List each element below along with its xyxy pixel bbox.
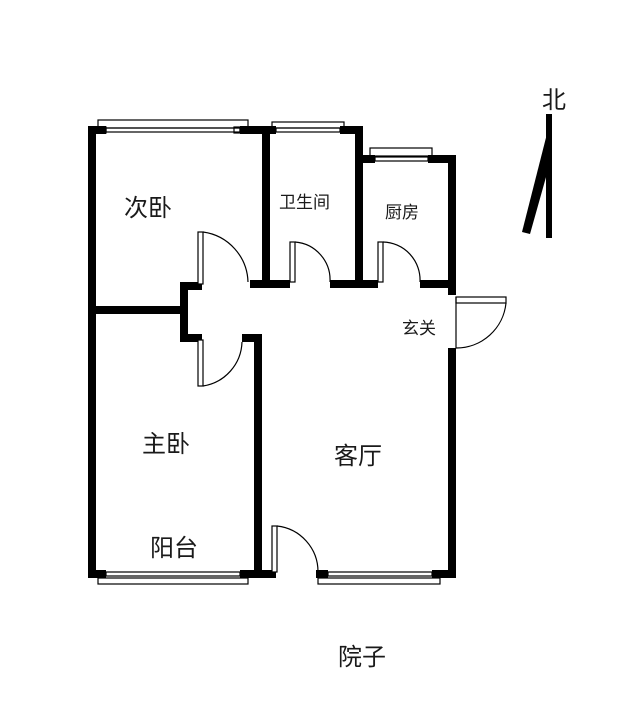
room-label-living-room: 客厅 <box>334 442 382 470</box>
walls <box>88 126 456 578</box>
room-label-bathroom: 卫生间 <box>279 193 330 213</box>
windows <box>97 119 441 585</box>
courtyard-label: 院子 <box>338 643 386 671</box>
room-label-kitchen: 厨房 <box>385 203 419 223</box>
room-label-balcony: 阳台 <box>150 534 198 562</box>
room-label-second-bedroom: 次卧 <box>124 194 172 222</box>
compass-arrow-icon <box>522 114 552 238</box>
doors <box>197 231 507 573</box>
room-label-entrance: 玄关 <box>402 319 436 339</box>
room-label-master-bedroom: 主卧 <box>142 430 190 458</box>
compass-north-label: 北 <box>542 86 566 114</box>
